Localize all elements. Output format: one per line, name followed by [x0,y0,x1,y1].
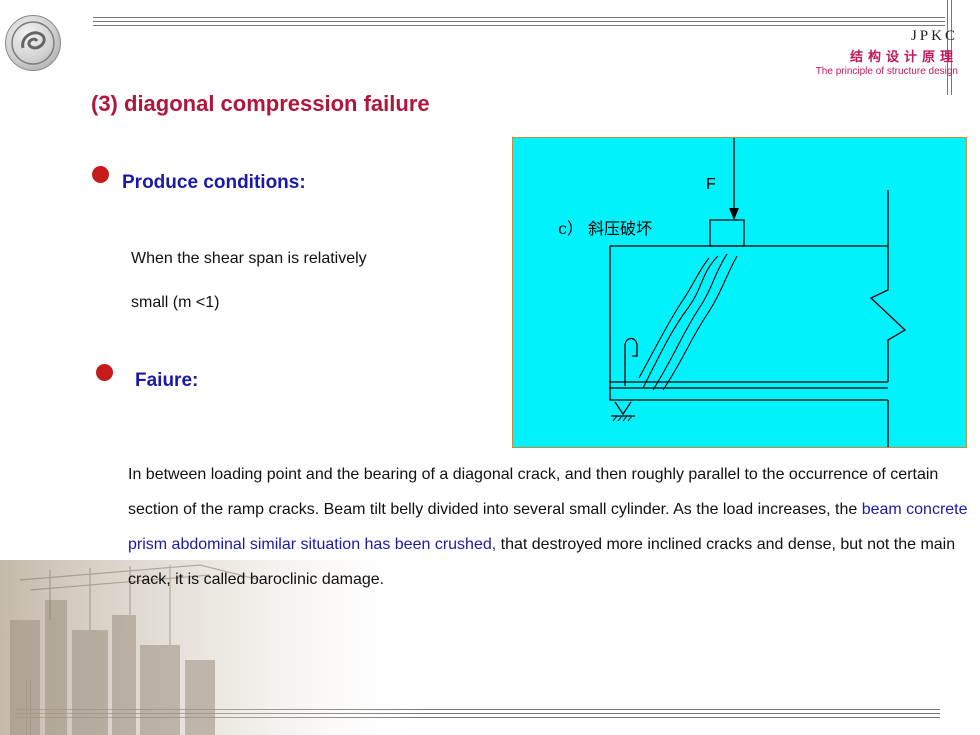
conditions-text-line1: When the shear span is relatively [131,250,367,267]
beam-failure-figure: F c） 斜压破坏 [512,137,967,448]
bullet-icon [92,166,109,183]
top-rule-3 [93,25,945,26]
bottom-rule-1 [15,709,940,710]
logo-emblem-icon [11,21,55,65]
description-highlight: beam concrete prism abdominal similar si… [128,501,968,553]
right-vrule-2 [951,0,952,95]
bottom-rule-3 [15,717,940,718]
brand-code: JPKC [910,28,958,44]
university-logo [5,15,61,71]
description-part2: that destroyed more inclined cracks and … [128,536,956,588]
section-heading-failure: Faiure: [135,370,199,391]
figure-load-label: F [706,176,716,193]
conditions-text-line2: small (m <1) [131,294,220,311]
brand-subtitle: The principle of structure design [815,66,958,77]
right-vrule-1 [947,0,948,95]
background-photo [0,560,430,735]
figure-caption: c） 斜压破坏 [558,219,653,238]
top-rule-2 [93,21,945,22]
brand-block: JPKC 结构设计原理 The principle of structure d… [816,28,958,77]
beam-diagram [609,138,907,447]
description-part1: In between loading point and the bearing… [128,466,939,518]
brand-title: 结构设计原理 [849,50,958,65]
bullet-icon [96,364,113,381]
failure-description: In between loading point and the bearing… [128,457,968,597]
slide-title: (3) diagonal compression failure [91,91,430,116]
bottom-rule-2 [15,713,940,714]
section-heading-conditions: Produce conditions: [122,172,306,193]
top-rule-1 [93,17,945,18]
